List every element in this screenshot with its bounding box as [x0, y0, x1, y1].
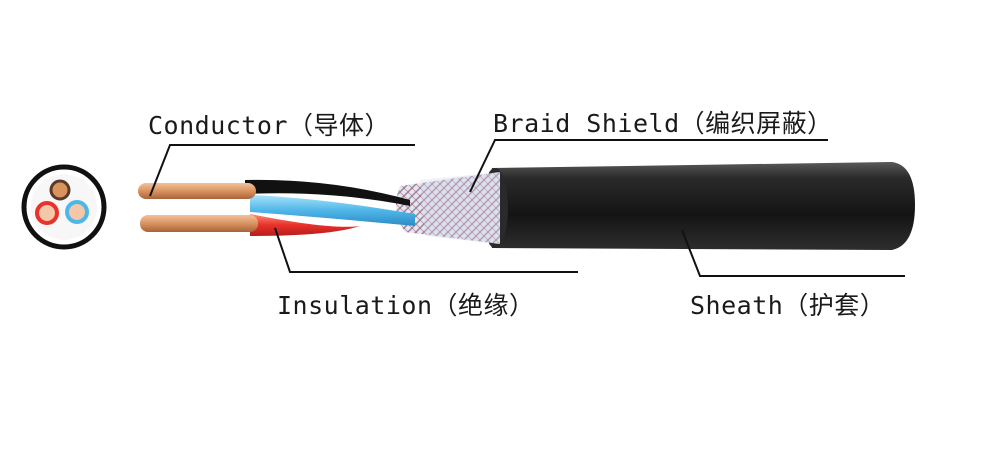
- insulated-cores: [245, 179, 415, 236]
- label-conductor: Conductor（导体）: [148, 111, 390, 140]
- cross-section-icon: [21, 164, 107, 250]
- leader-line-conductor: [149, 144, 415, 197]
- label-sheath: Sheath（护套）: [690, 291, 886, 320]
- copper-conductors: [138, 183, 258, 232]
- label-braid-shield: Braid Shield（编织屏蔽）: [493, 109, 833, 138]
- leader-lines: [149, 139, 905, 277]
- leader-line-braid: [469, 139, 828, 193]
- braid-shield: [396, 172, 500, 244]
- leader-line-sheath: [681, 229, 905, 277]
- label-insulation: Insulation（绝缘）: [277, 291, 535, 320]
- sheath-jacket: [482, 162, 915, 250]
- leader-line-insulation: [274, 227, 578, 273]
